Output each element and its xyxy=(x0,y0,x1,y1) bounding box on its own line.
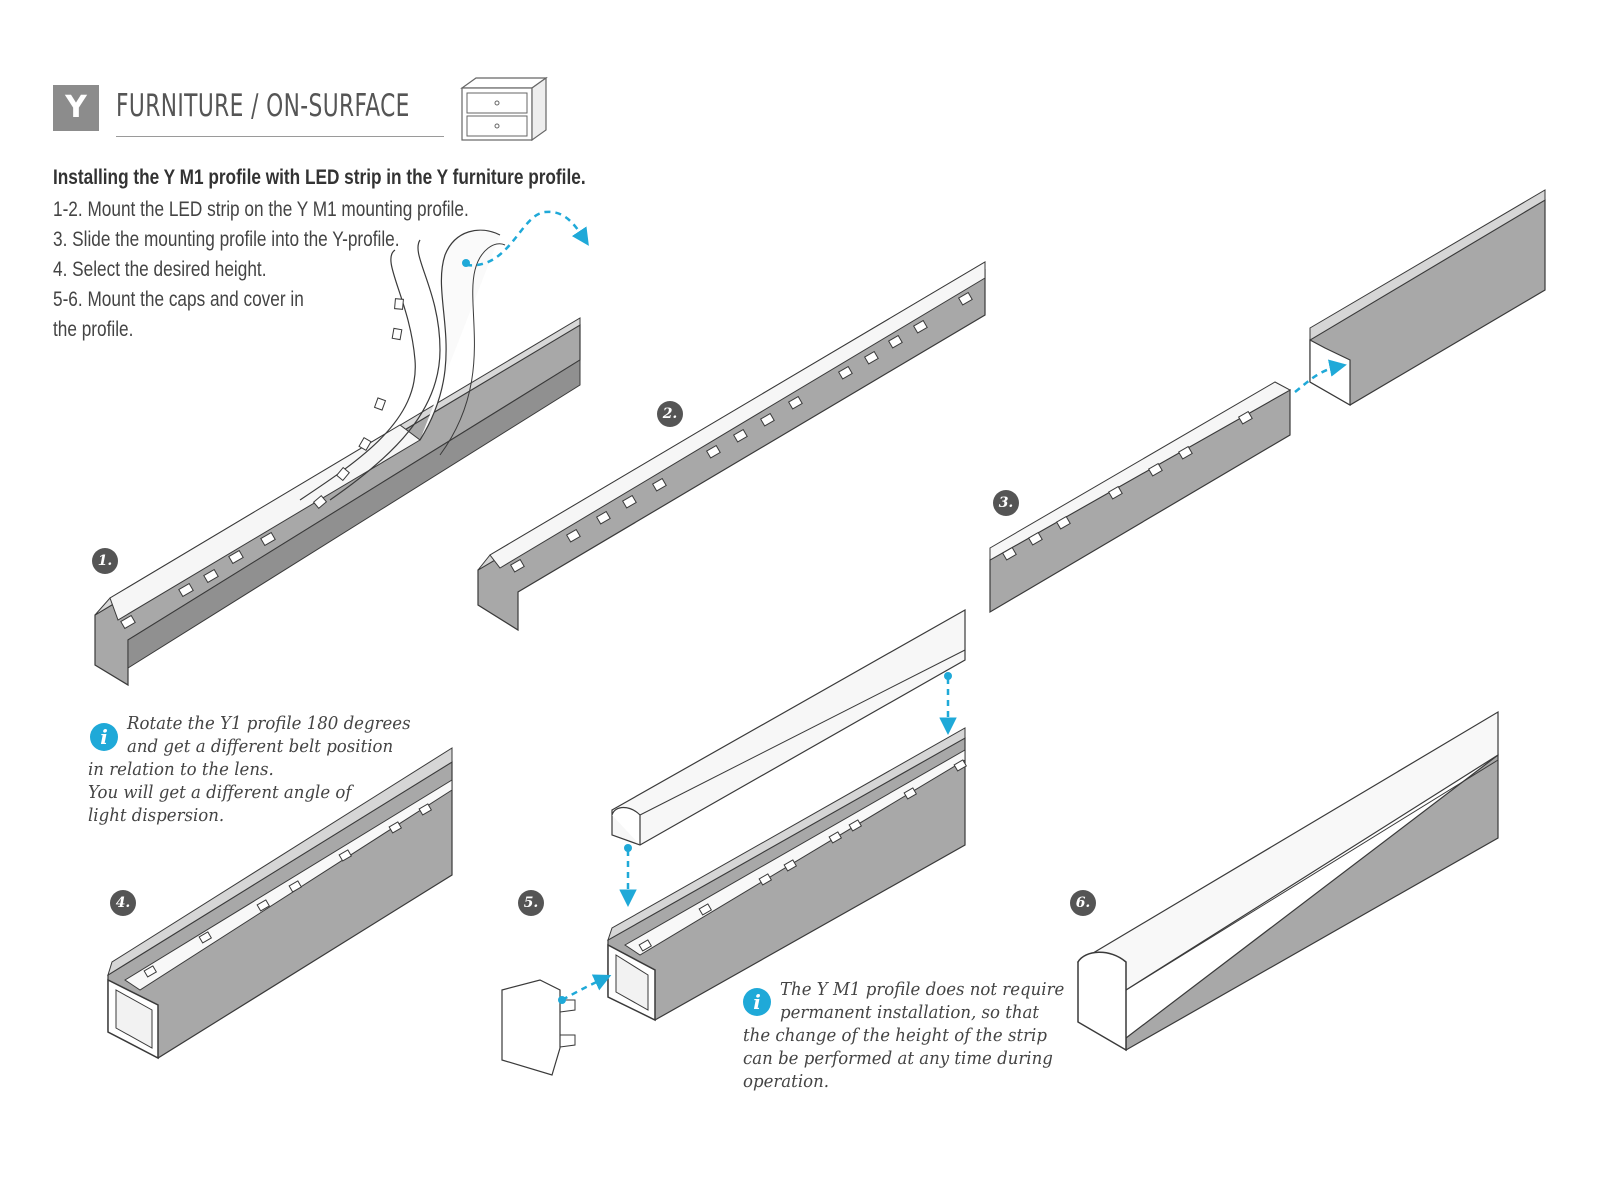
title-underline xyxy=(116,136,444,137)
drawer-cabinet-icon xyxy=(460,76,548,142)
note-rotate-line: and get a different belt position xyxy=(127,736,394,757)
step-1-number: 1. xyxy=(92,548,118,574)
note-height-line: operation. xyxy=(743,1071,830,1092)
step-2-number: 2. xyxy=(657,401,683,427)
instructions-heading: Installing the Y M1 profile with LED str… xyxy=(53,166,586,189)
step-6-number: 6. xyxy=(1070,890,1096,916)
step6-profile-illustration xyxy=(1076,710,1499,1052)
step1-profile-illustration xyxy=(94,229,581,687)
note-height-line: the change of the height of the strip xyxy=(743,1025,1047,1046)
step-5-number: 5. xyxy=(518,890,544,916)
instruction-line: the profile. xyxy=(53,318,134,341)
step3-profile-illustration xyxy=(989,189,1546,614)
note-rotate-line: You will get a different angle of xyxy=(88,782,352,803)
info-icon: i xyxy=(90,723,118,751)
note-rotate-line: Rotate the Y1 profile 180 degrees xyxy=(127,713,411,734)
step2-profile-illustration xyxy=(477,261,986,632)
note-rotate-line: light dispersion. xyxy=(88,805,225,826)
page-title: FURNITURE / ON-SURFACE xyxy=(116,88,410,124)
section-badge: Y xyxy=(53,85,99,131)
instruction-line: 3. Slide the mounting profile into the Y… xyxy=(53,228,400,251)
note-height-line: The Y M1 profile does not require xyxy=(780,979,1065,1000)
strip-direction-arrow xyxy=(465,210,589,267)
instruction-line: 4. Select the desired height. xyxy=(53,258,267,281)
step-3-number: 3. xyxy=(993,490,1019,516)
note-height-line: can be performed at any time during xyxy=(743,1048,1053,1069)
step-4-number: 4. xyxy=(110,890,136,916)
instruction-line: 1-2. Mount the LED strip on the Y M1 mou… xyxy=(53,198,469,221)
info-icon: i xyxy=(743,988,771,1016)
step5-profile-illustration xyxy=(501,608,968,1076)
note-rotate-line: in relation to the lens. xyxy=(88,759,274,780)
note-height-line: permanent installation, so that xyxy=(780,1002,1040,1023)
step4-profile-illustration xyxy=(107,747,453,1060)
instruction-line: 5-6. Mount the caps and cover in xyxy=(53,288,304,311)
